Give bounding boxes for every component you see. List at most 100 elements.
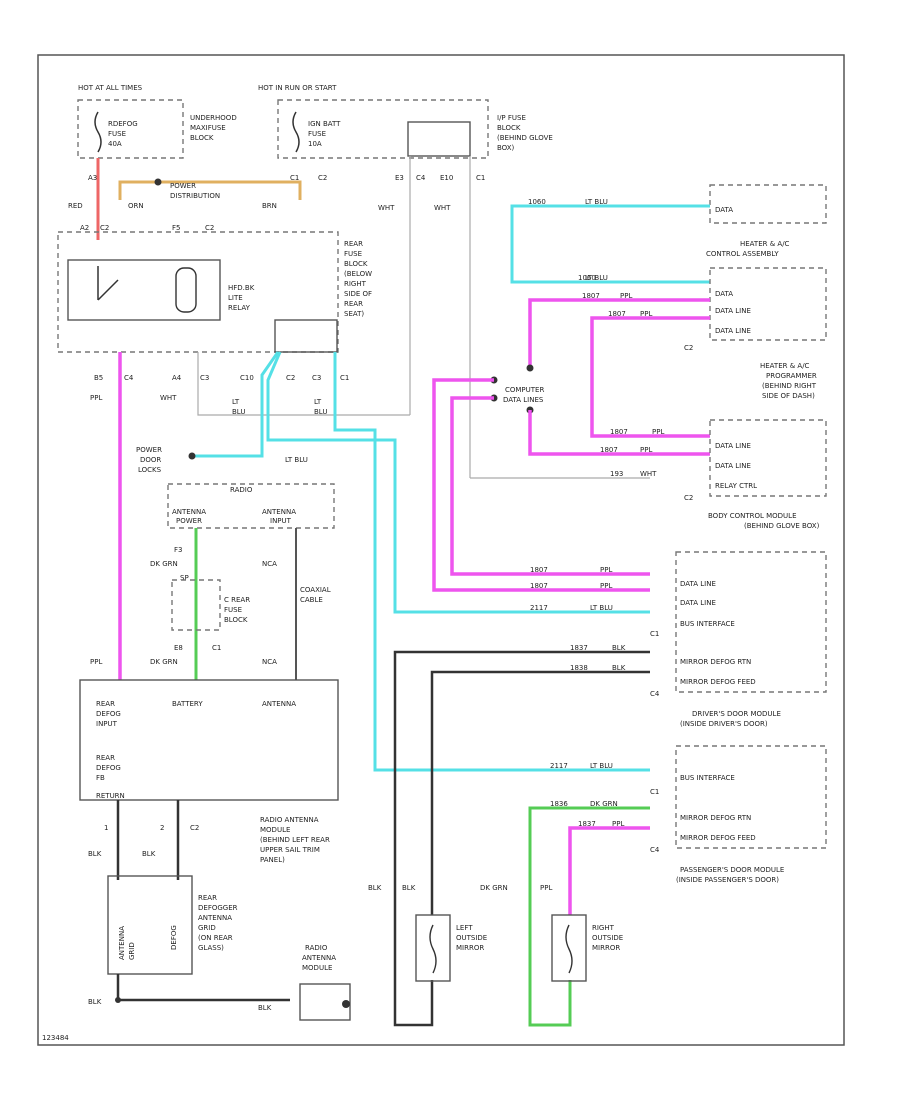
ppl-ddm-data-1 <box>432 378 650 592</box>
ign-fuse-symbol <box>292 111 300 153</box>
pdl-l3: LOCKS <box>138 466 162 474</box>
hvac-programmer-box <box>709 267 827 341</box>
rdefog-fuse-l1: RDEFOG <box>108 120 138 128</box>
rear-fuse-l7: REAR <box>344 300 363 308</box>
ram-input: INPUT <box>96 720 118 728</box>
dkgrn-pdm-mirror-rtn <box>528 806 650 1027</box>
ddm-box <box>675 551 827 693</box>
wire-label-blk-8: BLK <box>402 884 416 892</box>
pdm-box <box>675 745 827 849</box>
pdm-pin3: MIRROR DEFOG FEED <box>680 834 756 842</box>
wire-label-lt-1: LT <box>232 398 240 406</box>
radio-antenna-module-box <box>79 679 339 801</box>
conn-c2-b: C2 <box>205 224 214 232</box>
ltblu-ddm-bus <box>266 351 650 614</box>
conn-c10: C10 <box>240 374 254 382</box>
rear-fuse-l6: SIDE OF <box>344 290 372 298</box>
ram-battery: BATTERY <box>172 700 203 708</box>
small-antenna-module <box>299 983 351 1021</box>
conn-c2-rear: C2 <box>286 374 295 382</box>
left-mirror-box <box>415 914 451 982</box>
circuit-1807-f: 1807 <box>530 582 548 590</box>
ddm-pin5: MIRROR DEFOG FEED <box>680 678 756 686</box>
wire-label-blk-7: BLK <box>368 884 382 892</box>
conn-c2-top: C2 <box>318 174 327 182</box>
ddm-pin3: BUS INTERFACE <box>680 620 735 628</box>
grid-l6: GLASS) <box>198 944 224 952</box>
wire-label-nca-1: NCA <box>262 560 277 568</box>
relay-l3: RELAY <box>228 304 251 312</box>
rear-fuse-l3: BLOCK <box>344 260 368 268</box>
grid-l4: GRID <box>198 924 216 932</box>
hvac-control-pin: DATA <box>715 206 733 214</box>
bcm-title1: BODY CONTROL MODULE <box>708 512 797 520</box>
small-ram-l3: MODULE <box>302 964 332 972</box>
wire-label-wht-a4: WHT <box>160 394 177 402</box>
power-dist-l2: DISTRIBUTION <box>170 192 220 200</box>
wire-label-wht-bcm: WHT <box>640 470 657 478</box>
ppl-prog-data-2 <box>590 316 710 438</box>
hvac-control-title1: HEATER & A/C <box>740 240 790 248</box>
pdl-l2: DOOR <box>140 456 161 464</box>
ltblu-pdm-bus <box>333 352 650 772</box>
conn-e8: E8 <box>174 644 183 652</box>
ram-rear2: REAR <box>96 754 115 762</box>
defogger-grid-box <box>107 875 193 975</box>
circuit-1837-b: 1837 <box>578 820 596 828</box>
wire-label-ppl-8: PPL <box>600 582 612 590</box>
pdm-conn2: C4 <box>650 846 660 854</box>
right-mirror-heater <box>565 924 573 974</box>
relay-l1: HFD.BK <box>228 284 255 292</box>
wire-label-ltblu-ddm: LT BLU <box>590 604 613 612</box>
wire-label-ppl-5: PPL <box>652 428 664 436</box>
radio-pin1b: POWER <box>176 517 202 525</box>
blk-ddm-mirror-rtn <box>393 650 650 1027</box>
ddm-pin1: DATA LINE <box>680 580 716 588</box>
grid-inner-1: ANTENNA <box>118 926 126 960</box>
power-dist-l1: POWER <box>170 182 196 190</box>
ram-return: RETURN <box>96 792 125 800</box>
grid-l1: REAR <box>198 894 217 902</box>
left-mirror-l1: LEFT <box>456 924 473 932</box>
wire-label-blu-1: BLU <box>232 408 245 416</box>
wire-label-ppl-2: PPL <box>90 658 102 666</box>
left-mirror-l2: OUTSIDE <box>456 934 487 942</box>
relay-coil <box>175 267 197 313</box>
ppl-bcm-data <box>528 410 710 456</box>
circuit-2117-b: 2117 <box>550 762 568 770</box>
small-ram-l1: RADIO <box>305 944 328 952</box>
ddm-pin2: DATA LINE <box>680 599 716 607</box>
data-splice-top <box>526 364 534 372</box>
bcm-pin3: RELAY CTRL <box>715 482 757 490</box>
conn-c1-e8: C1 <box>212 644 221 652</box>
right-mirror-l1: RIGHT <box>592 924 615 932</box>
ddm-conn1: C1 <box>650 630 659 638</box>
cdl-l1: COMPUTER <box>505 386 544 394</box>
ram-defog: DEFOG <box>96 710 121 718</box>
conn-b5: B5 <box>94 374 103 382</box>
ddm-title2: (INSIDE DRIVER'S DOOR) <box>680 720 768 728</box>
splice-dot <box>154 178 162 186</box>
circuit-1807-e: 1807 <box>530 566 548 574</box>
c-rear-fuse-l1: C REAR <box>224 596 250 604</box>
conn-c2-a: C2 <box>100 224 109 232</box>
prog-conn: C2 <box>684 344 693 352</box>
wire-label-ltblu-2: LT BLU <box>585 198 608 206</box>
wire-label-ppl-10: PPL <box>540 884 552 892</box>
wire-label-wht-2: WHT <box>434 204 451 212</box>
wire-label-wht-1: WHT <box>378 204 395 212</box>
rear-fuse-l8: SEAT) <box>344 310 364 318</box>
ppl-pdm-mirror-feed <box>568 826 650 915</box>
ram-caption-l4: UPPER SAIL TRIM <box>260 846 320 854</box>
wire-label-blk-3: BLK <box>88 998 102 1006</box>
small-ram-l2: ANTENNA <box>302 954 336 962</box>
underhood-fuse-block <box>77 99 184 159</box>
ram-rear: REAR <box>96 700 115 708</box>
ip-fuse-block <box>277 99 489 159</box>
conn-c11: C1 <box>290 174 299 182</box>
pin-2: 2 <box>160 824 164 832</box>
ip-block-l4: BOX) <box>497 144 515 152</box>
ip-block-l2: BLOCK <box>497 124 521 132</box>
underhood-label-l3: BLOCK <box>190 134 214 142</box>
